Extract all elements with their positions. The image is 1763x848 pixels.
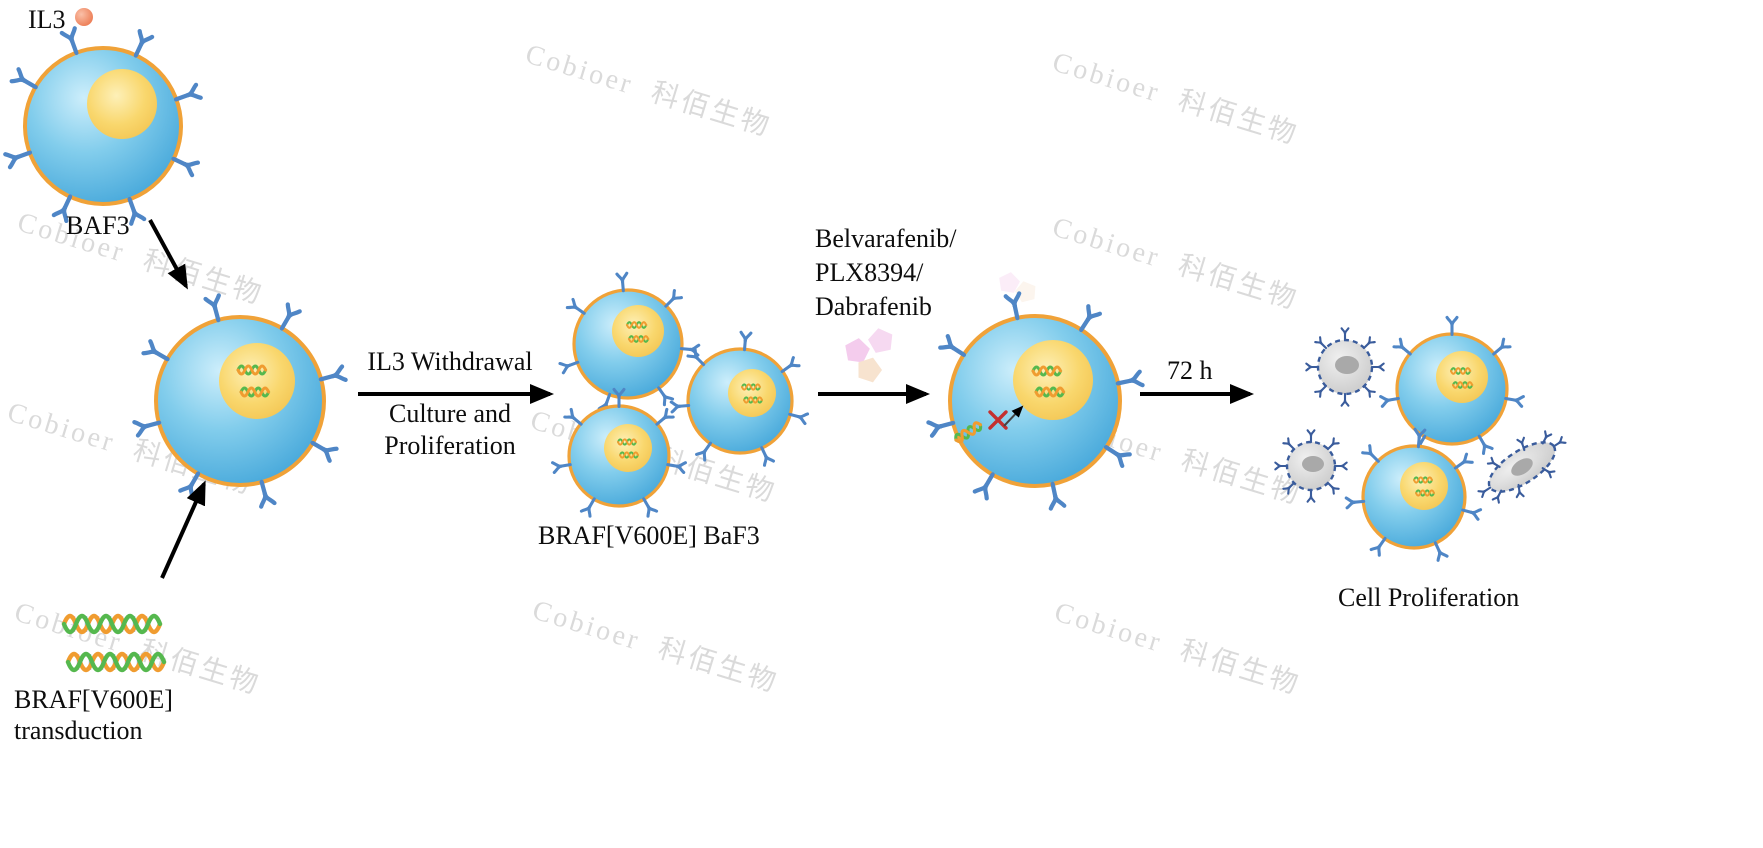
label-line: Proliferation: [384, 431, 516, 460]
cell-proliferation-label: Cell Proliferation: [1338, 583, 1520, 612]
duration-label: 72 h: [1167, 356, 1213, 385]
transduction-label: BRAF[V600E] transduction: [14, 684, 173, 746]
braf-baf3-label: BRAF[V600E] BaF3: [538, 521, 760, 550]
label-line: BRAF[V600E]: [14, 685, 173, 714]
drug-molecules-icon: [843, 325, 896, 384]
il3-withdrawal-label: IL3 Withdrawal: [367, 347, 533, 376]
baf3-cell: [5, 28, 200, 223]
treated-cell: [928, 293, 1142, 508]
label-line: Belvarafenib/: [815, 224, 957, 253]
signal-arrow-icon: [1003, 405, 1024, 427]
label-line: PLX8394/: [815, 258, 924, 287]
arrow-baf3-to-transduced: [148, 219, 188, 290]
il3-label: IL3: [28, 5, 66, 34]
proliferating-cell-2: [1344, 427, 1483, 562]
il3-ligand-icon: [75, 8, 93, 26]
drug-names-label: Belvarafenib/ PLX8394/ Dabrafenib: [815, 222, 957, 324]
dna-construct-icon: [64, 616, 164, 670]
dying-cell-3: [1477, 430, 1567, 504]
culture-proliferation-label: Culture and Proliferation: [368, 398, 532, 462]
cluster-cell-2: [669, 330, 810, 467]
label-line: Dabrafenib: [815, 292, 932, 321]
dying-cell-1: [1305, 327, 1385, 407]
proliferating-cell-1: [1379, 315, 1525, 456]
label-line: Culture and: [388, 399, 512, 428]
cluster-cell-1: [558, 271, 701, 414]
transduced-cell: [134, 295, 345, 506]
cluster-cell-3: [551, 387, 687, 518]
dying-cell-2: [1274, 429, 1348, 503]
arrow-transduction: [160, 480, 206, 579]
baf3-label: BAF3: [66, 211, 130, 240]
label-line: transduction: [14, 716, 143, 745]
